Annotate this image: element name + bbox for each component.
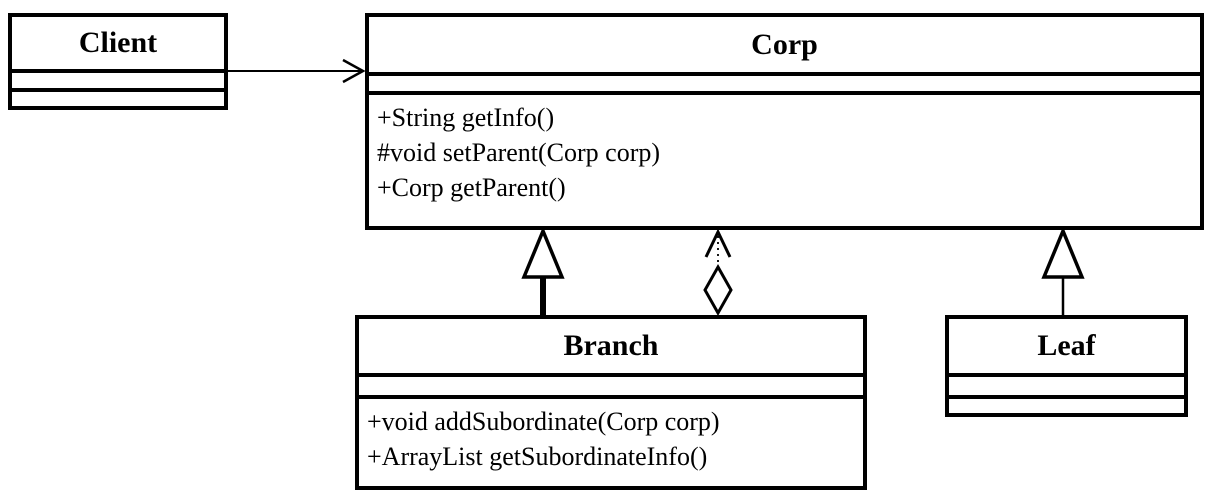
method-line: +String getInfo() bbox=[377, 103, 555, 132]
class-methods-leaf bbox=[949, 399, 1184, 413]
class-attributes-client bbox=[12, 73, 224, 92]
class-box-leaf: Leaf bbox=[945, 315, 1188, 417]
association-arrow-client-to-corp bbox=[228, 58, 366, 84]
class-methods-branch: +void addSubordinate(Corp corp) +ArrayLi… bbox=[359, 399, 863, 486]
class-title-client: Client bbox=[12, 17, 224, 73]
method-line: #void setParent(Corp corp) bbox=[377, 138, 661, 167]
class-title-corp: Corp bbox=[369, 17, 1200, 76]
class-attributes-leaf bbox=[949, 377, 1184, 399]
class-attributes-corp bbox=[369, 76, 1200, 95]
class-title-branch: Branch bbox=[359, 319, 863, 377]
method-line: +void addSubordinate(Corp corp) bbox=[367, 407, 720, 436]
class-box-corp: Corp +String getInfo() #void setParent(C… bbox=[365, 13, 1204, 230]
class-methods-corp: +String getInfo() #void setParent(Corp c… bbox=[369, 95, 1200, 226]
class-methods-client bbox=[12, 92, 224, 106]
class-box-client: Client bbox=[8, 13, 228, 110]
generalization-arrow-leaf-to-corp bbox=[1041, 226, 1085, 315]
aggregation-arrow-branch-to-corp bbox=[703, 228, 733, 317]
method-line: +ArrayList getSubordinateInfo() bbox=[367, 442, 708, 471]
generalization-arrow-branch-to-corp bbox=[521, 226, 565, 315]
class-attributes-branch bbox=[359, 377, 863, 399]
class-title-leaf: Leaf bbox=[949, 319, 1184, 377]
method-line: +Corp getParent() bbox=[377, 173, 566, 202]
class-box-branch: Branch +void addSubordinate(Corp corp) +… bbox=[355, 315, 867, 490]
